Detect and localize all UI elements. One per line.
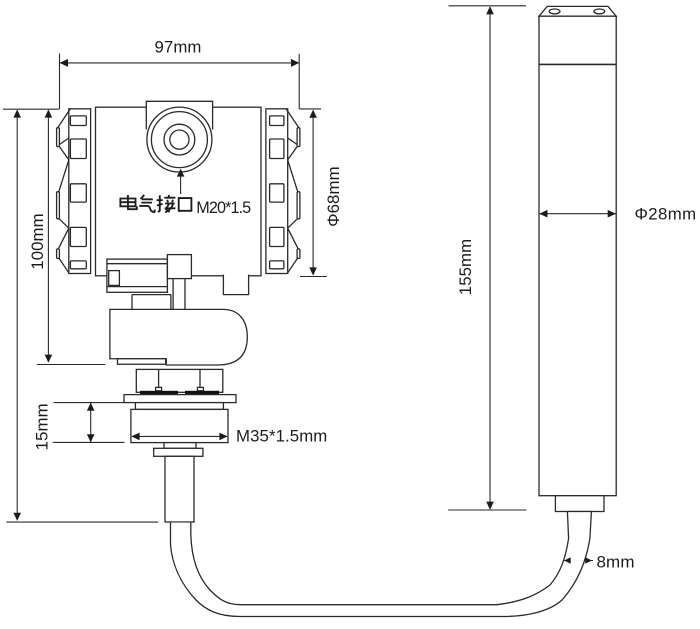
svg-text:M35*1.5mm: M35*1.5mm [236,427,327,446]
svg-text:8mm: 8mm [597,552,635,571]
svg-text:Φ68mm: Φ68mm [324,166,343,227]
svg-text:M20*1.5: M20*1.5 [196,199,251,217]
svg-text:Φ28mm: Φ28mm [635,205,697,224]
svg-text:155mm: 155mm [456,239,475,295]
svg-text:97mm: 97mm [154,37,201,56]
svg-text:100mm: 100mm [28,213,47,269]
svg-text:15mm: 15mm [33,403,52,450]
